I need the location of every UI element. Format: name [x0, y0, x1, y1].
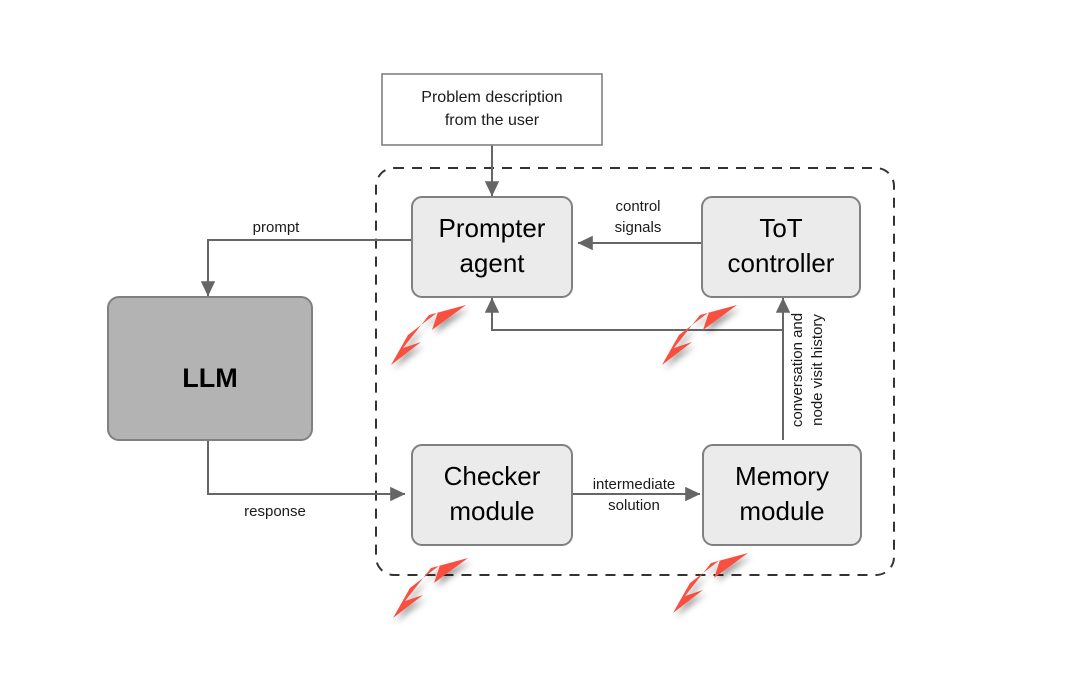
problem-description-box — [381, 73, 603, 146]
red-arrow-to-checker-module — [393, 558, 468, 618]
node-tot-controller: ToT controller — [701, 196, 861, 298]
problem-description-label-line2: from the user — [445, 112, 540, 129]
prompter-agent-box — [411, 196, 573, 298]
node-checker-module: Checker module — [411, 444, 573, 546]
memory-module-box — [702, 444, 862, 546]
llm-box — [107, 296, 313, 441]
memory-module-label-line1: Memory — [735, 461, 829, 491]
checker-module-box — [411, 444, 573, 546]
red-arrow-to-tot-controller — [662, 305, 737, 365]
edge-label-intermediate-solution-line2: solution — [608, 497, 660, 514]
node-prompter-agent: Prompter agent — [411, 196, 573, 298]
node-problem-description: Problem description from the user — [381, 73, 603, 146]
prompter-agent-label-line2: agent — [459, 248, 525, 278]
red-arrow-to-prompter-agent — [391, 305, 466, 365]
tot-controller-label-line1: ToT — [759, 213, 802, 243]
tot-controller-box — [701, 196, 861, 298]
edge-label-control-signals-line2: signals — [615, 219, 662, 236]
red-arrow-to-memory-module — [673, 553, 748, 613]
edge-bus-to-prompter — [484, 297, 783, 331]
prompter-agent-label-line1: Prompter — [439, 213, 546, 243]
problem-description-label-line1: Problem description — [421, 89, 562, 106]
checker-module-label-line1: Checker — [444, 461, 541, 491]
edge-label-history-line1: conversation and — [789, 313, 806, 427]
red-annotation-arrows — [391, 305, 748, 618]
edge-prompter-to-llm — [200, 239, 412, 297]
edge-llm-to-checker — [207, 440, 406, 502]
node-llm: LLM — [107, 296, 313, 441]
edge-label-response: response — [244, 503, 306, 520]
node-memory-module: Memory module — [702, 444, 862, 546]
edge-label-prompt: prompt — [253, 219, 301, 236]
checker-module-label-line2: module — [449, 496, 534, 526]
edge-label-history-line2: node visit history — [809, 314, 826, 426]
edge-label-intermediate-solution-line1: intermediate — [593, 476, 676, 493]
system-boundary-dashed-container — [375, 167, 895, 576]
memory-module-label-line2: module — [739, 496, 824, 526]
tot-controller-label-line2: controller — [728, 248, 835, 278]
edge-label-control-signals-line1: control — [615, 198, 660, 215]
llm-label: LLM — [182, 363, 237, 393]
